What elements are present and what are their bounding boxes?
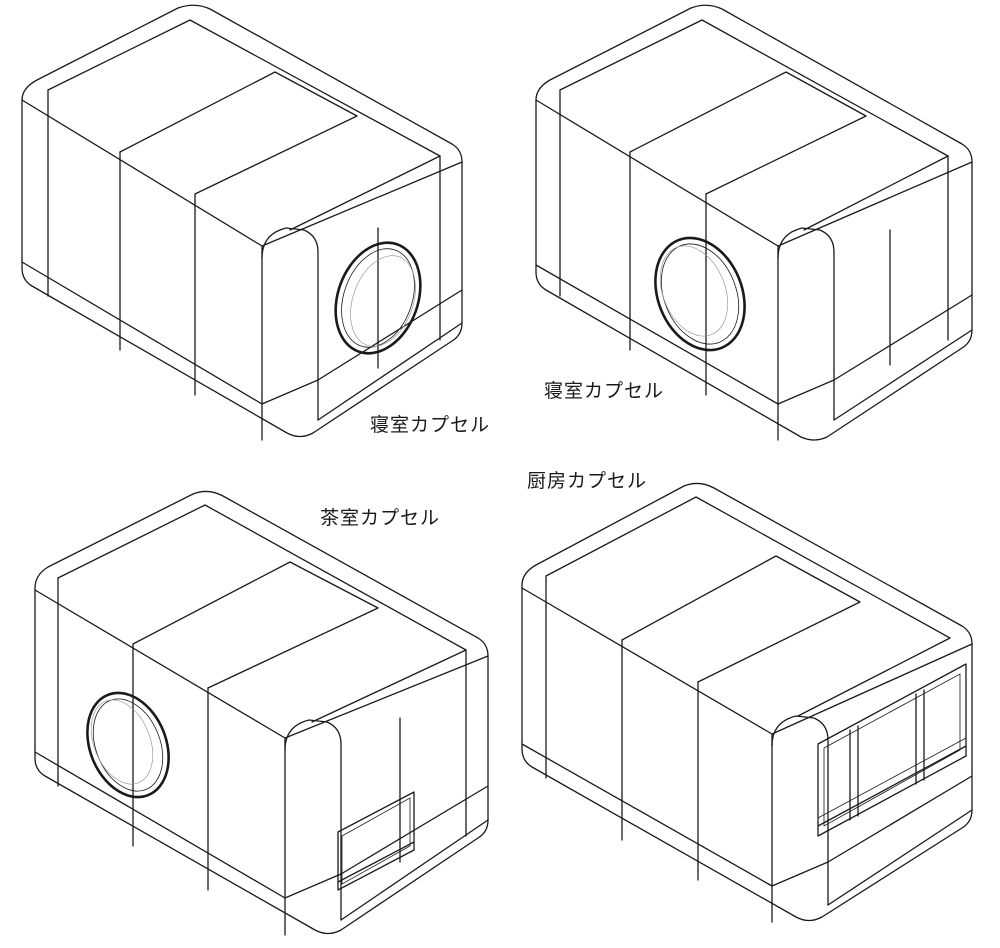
capsule-bedroom-right <box>535 4 973 441</box>
capsule-kitchen <box>521 482 973 923</box>
capsule-tearoom <box>34 490 489 936</box>
label-kitchen-capsule: 厨房カプセル <box>527 470 648 492</box>
label-bedroom-capsule-right: 寝室カプセル <box>544 380 665 402</box>
capsule-bedroom-left <box>21 4 463 441</box>
label-bedroom-capsule-left: 寝室カプセル <box>370 414 491 436</box>
label-tearoom-capsule: 茶室カプセル <box>320 507 441 529</box>
